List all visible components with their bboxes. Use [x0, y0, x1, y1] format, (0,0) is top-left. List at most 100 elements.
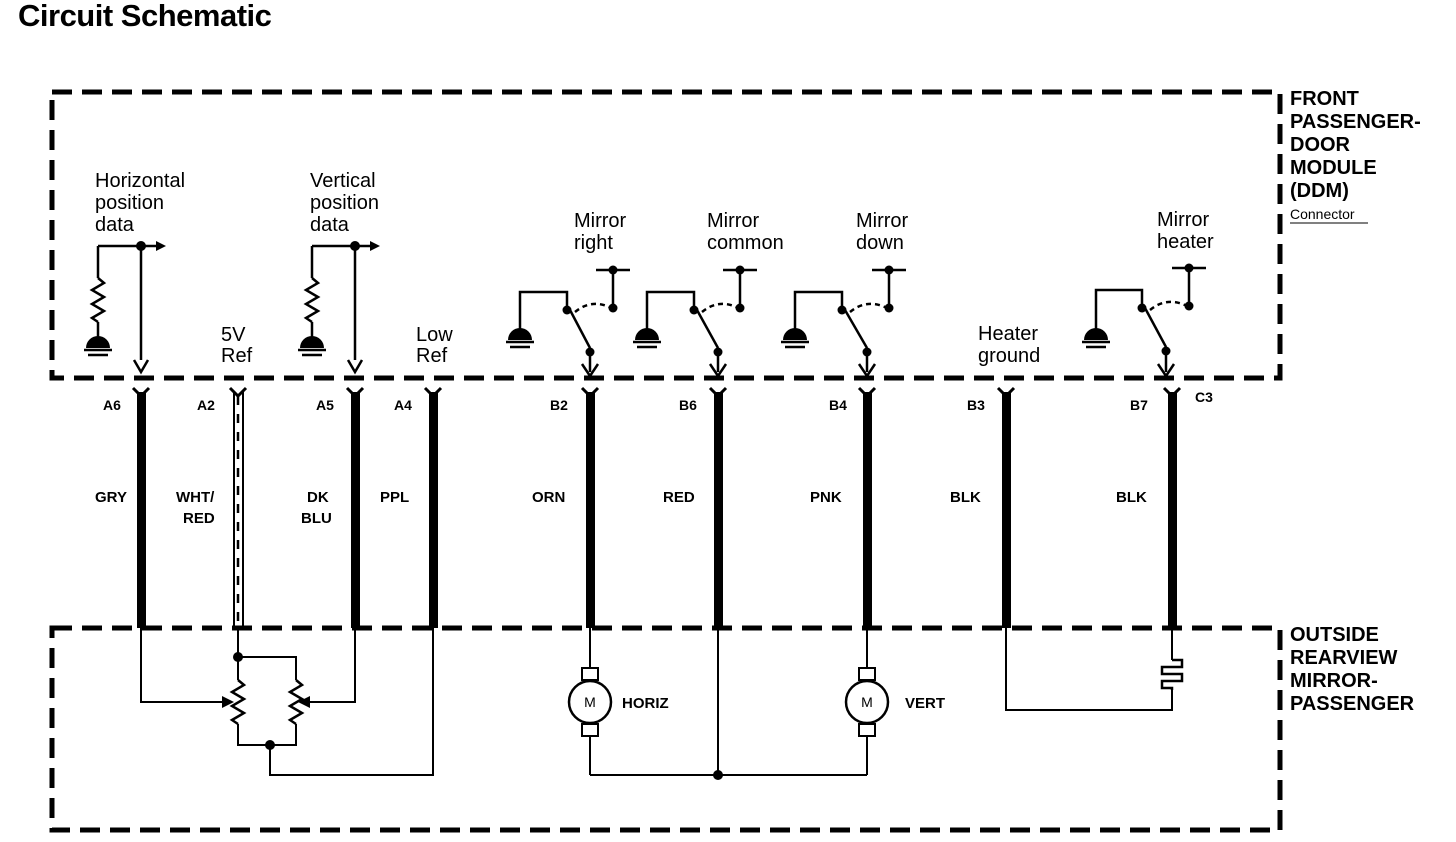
svg-text:PASSENGER-: PASSENGER-: [1290, 111, 1421, 133]
signal-label-5v-ref: 5V Ref: [221, 324, 253, 367]
wire-color-label: PPL: [380, 489, 409, 506]
wire-color-label: WHT/: [176, 489, 215, 506]
signal-label-mirror-down: Mirror down: [856, 210, 909, 254]
svg-text:(DDM): (DDM): [1290, 180, 1349, 202]
svg-text:data: data: [310, 214, 350, 236]
ground-icon: [300, 336, 324, 348]
potentiometer-vertical: [287, 679, 305, 726]
svg-text:Mirror: Mirror: [856, 210, 909, 232]
pin-label-a4: A4: [394, 397, 412, 413]
wire-color-label: ORN: [532, 489, 565, 506]
wire-color-label: BLU: [301, 510, 332, 527]
ground-icon: [1082, 340, 1110, 349]
svg-text:Mirror: Mirror: [707, 210, 760, 232]
pin-label-a5: A5: [316, 397, 334, 413]
potentiometer-horizontal: [229, 679, 247, 726]
ground-icon: [84, 348, 112, 357]
connector-chevrons-top: [131, 386, 1182, 399]
wire-color-label: BLK: [1116, 489, 1147, 506]
horizontal-data-junction: [136, 241, 146, 251]
ground-icon: [781, 340, 809, 349]
svg-text:5V: 5V: [221, 324, 246, 346]
wire-color-label: DK: [307, 489, 329, 506]
wire-color-label: GRY: [95, 489, 127, 506]
relay-switch-mirror-down: [781, 265, 906, 379]
svg-text:PASSENGER: PASSENGER: [1290, 693, 1415, 715]
svg-text:Low: Low: [416, 324, 453, 346]
ground-icon: [1084, 328, 1108, 340]
heater-element-icon: [1160, 658, 1184, 690]
svg-text:Mirror: Mirror: [1157, 209, 1210, 231]
potentiometer-wiper-arrow: [222, 696, 234, 708]
mirror-module-boundary: [49, 625, 1283, 833]
svg-text:data: data: [95, 214, 135, 236]
wire-color-label: RED: [663, 489, 695, 506]
svg-text:REARVIEW: REARVIEW: [1290, 647, 1398, 669]
svg-text:MIRROR-: MIRROR-: [1290, 670, 1378, 692]
ground-icon: [86, 336, 110, 348]
vertical-position-circuit: [303, 241, 380, 375]
pin-label-a6: A6: [103, 397, 121, 413]
relay-switch-mirror-common: [633, 265, 757, 379]
svg-text:heater: heater: [1157, 231, 1214, 253]
svg-text:common: common: [707, 232, 784, 254]
svg-text:position: position: [310, 192, 379, 214]
mirror-module-label: OUTSIDE REARVIEW MIRROR- PASSENGER: [1290, 624, 1415, 715]
signal-label-mirror-heater: Mirror heater: [1157, 209, 1214, 253]
pin-label-b3: B3: [967, 397, 985, 413]
svg-text:Ref: Ref: [416, 345, 448, 367]
signal-label-heater-ground: Heater ground: [978, 323, 1040, 367]
signal-label-vertical-position: Vertical position data: [310, 170, 379, 236]
svg-text:M: M: [584, 694, 596, 710]
svg-text:Horizontal: Horizontal: [95, 170, 185, 192]
ground-icon: [298, 348, 326, 357]
ddm-module-label: FRONT PASSENGER- DOOR MODULE (DDM): [1290, 88, 1421, 202]
junction-dot: [265, 740, 275, 750]
junction-dot: [713, 770, 723, 780]
svg-text:right: right: [574, 232, 613, 254]
pin-label-b2: B2: [550, 397, 568, 413]
motor-label-vertical: VERT: [905, 695, 945, 712]
pin-label-b6: B6: [679, 397, 697, 413]
wire-color-label: BLK: [950, 489, 981, 506]
svg-text:Heater: Heater: [978, 323, 1038, 345]
harness-wires: [137, 392, 1177, 628]
ground-icon: [506, 340, 534, 349]
svg-text:OUTSIDE: OUTSIDE: [1290, 624, 1379, 646]
pin-label-c3: C3: [1195, 389, 1213, 405]
svg-text:ground: ground: [978, 345, 1040, 367]
motor-horizontal: M: [567, 667, 613, 737]
svg-text:DOOR: DOOR: [1290, 134, 1351, 156]
connector-label: Connector: [1290, 206, 1355, 222]
signal-label-horizontal-position: Horizontal position data: [95, 170, 185, 236]
svg-text:Mirror: Mirror: [574, 210, 627, 232]
relay-switch-mirror-right: [506, 265, 630, 379]
motor-label-horizontal: HORIZ: [622, 695, 669, 712]
junction-dot: [233, 652, 243, 662]
page-title: Circuit Schematic: [18, 0, 272, 33]
vertical-data-junction: [350, 241, 360, 251]
ground-icon: [783, 328, 807, 340]
motor-vertical: M: [844, 667, 890, 737]
svg-text:FRONT: FRONT: [1290, 88, 1359, 110]
pin-label-a2: A2: [197, 397, 215, 413]
pin-label-b7: B7: [1130, 397, 1148, 413]
svg-text:down: down: [856, 232, 904, 254]
wire-color-label: PNK: [810, 489, 842, 506]
signal-label-mirror-right: Mirror right: [574, 210, 627, 254]
svg-text:Ref: Ref: [221, 345, 253, 367]
svg-text:M: M: [861, 694, 873, 710]
signal-label-mirror-common: Mirror common: [707, 210, 784, 254]
shielded-wire-a2: [233, 392, 244, 628]
wire-color-label: RED: [183, 510, 215, 527]
signal-label-low-ref: Low Ref: [416, 324, 453, 367]
ground-icon: [633, 340, 661, 349]
relay-switch-mirror-heater: [1082, 263, 1206, 379]
ddm-module-boundary: [49, 89, 1283, 381]
potentiometer-wiper-arrow: [298, 696, 310, 708]
ground-icon: [508, 328, 532, 340]
svg-text:Vertical: Vertical: [310, 170, 376, 192]
ground-icon: [635, 328, 659, 340]
pin-label-b4: B4: [829, 397, 847, 413]
